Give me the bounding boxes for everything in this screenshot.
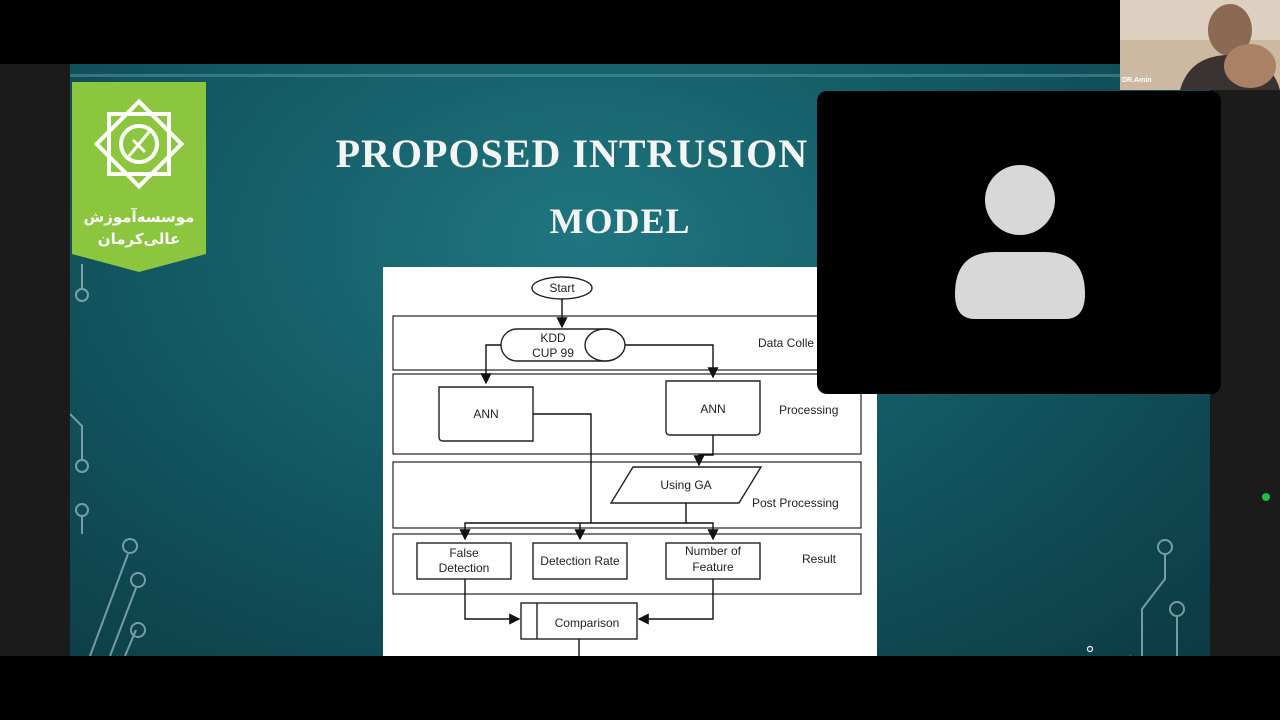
start-label: Start: [549, 281, 575, 295]
using-ga-node: [609, 466, 763, 504]
kdd-label-line1: KDD: [540, 331, 566, 345]
false-detection-label-line1: False: [449, 546, 479, 560]
slide-title-line1: PROPOSED INTRUSION DET: [335, 131, 905, 176]
lane-result-label: Result: [802, 552, 837, 566]
lane-post-processing-label: Post Processing: [752, 496, 839, 510]
detection-rate-node: [532, 542, 628, 580]
slide-top-line: [70, 74, 1210, 77]
number-feature-label-line2: Feature: [692, 560, 734, 574]
kdd-label-line2: CUP 99: [532, 346, 574, 360]
lane-processing: [392, 373, 862, 455]
detection-rate-label: Detection Rate: [540, 554, 620, 568]
lane-post-processing: [392, 461, 862, 529]
institute-logo: موسسه‌آموزش عالی‌کرمان: [72, 82, 206, 272]
number-feature-label-line1: Number of: [685, 544, 742, 558]
circuit-decoration-left: [70, 264, 146, 656]
circuit-decoration-right: [1130, 539, 1185, 656]
webcam-feed: [1120, 0, 1280, 90]
logo-badge-icon: [72, 82, 206, 272]
false-detection-label-line2: Detection: [439, 561, 490, 575]
ann-left-label: ANN: [473, 407, 498, 421]
slide-title-line2: MODEL: [549, 201, 691, 241]
ann-left-node: [438, 386, 534, 442]
participant-video-tile[interactable]: [817, 91, 1221, 394]
false-detection-node: [416, 542, 512, 580]
location-pin-icon: [1086, 645, 1094, 653]
logo-text-line1: موسسه‌آموزش: [83, 208, 195, 226]
ann-right-label: ANN: [700, 402, 725, 416]
using-ga-label: Using GA: [660, 478, 711, 492]
comparison-label: Comparison: [555, 616, 620, 630]
flowchart-panel: Start KDD CUP 99 Data Colle ANN ANN Proc…: [383, 267, 877, 656]
status-indicator: [1262, 493, 1270, 501]
lane-data-collection-label: Data Colle: [758, 336, 814, 350]
number-feature-node: [665, 542, 761, 580]
comparison-node: [520, 602, 638, 640]
logo-text-line2: عالی‌کرمان: [97, 230, 181, 248]
person-icon: [955, 165, 1085, 319]
lane-result: [392, 533, 862, 595]
camera-participant-name: DR.Amin: [1122, 77, 1152, 84]
ann-right-node: [665, 380, 761, 436]
camera-thumbnail[interactable]: DR.Amin: [1120, 0, 1280, 90]
kdd-cylinder-end: [584, 328, 626, 362]
lane-processing-label: Processing: [779, 403, 838, 417]
